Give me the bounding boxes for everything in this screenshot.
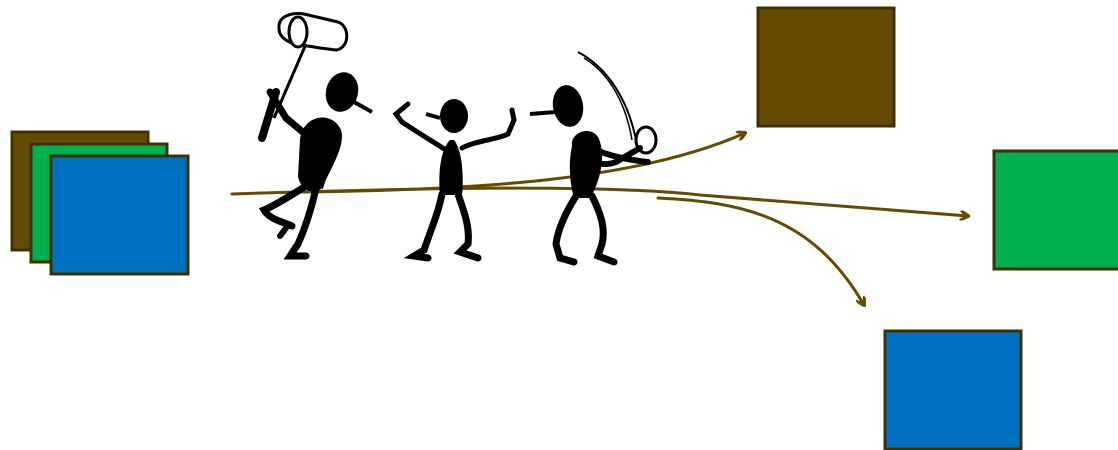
output-box-brown bbox=[758, 8, 894, 126]
output-box-green bbox=[994, 151, 1118, 269]
stick-figure-with-sword bbox=[530, 52, 656, 262]
source-stack bbox=[12, 132, 188, 274]
output-boxes bbox=[758, 8, 1118, 449]
output-box-blue bbox=[885, 331, 1021, 449]
stick-figure-arms-raised bbox=[396, 99, 514, 258]
stick-figure-with-hammer bbox=[262, 14, 372, 256]
arrow-to-brown bbox=[300, 133, 745, 192]
stack-layer-blue bbox=[51, 156, 188, 274]
arms-raised-icon bbox=[396, 99, 514, 258]
arrow-to-blue bbox=[658, 198, 864, 305]
